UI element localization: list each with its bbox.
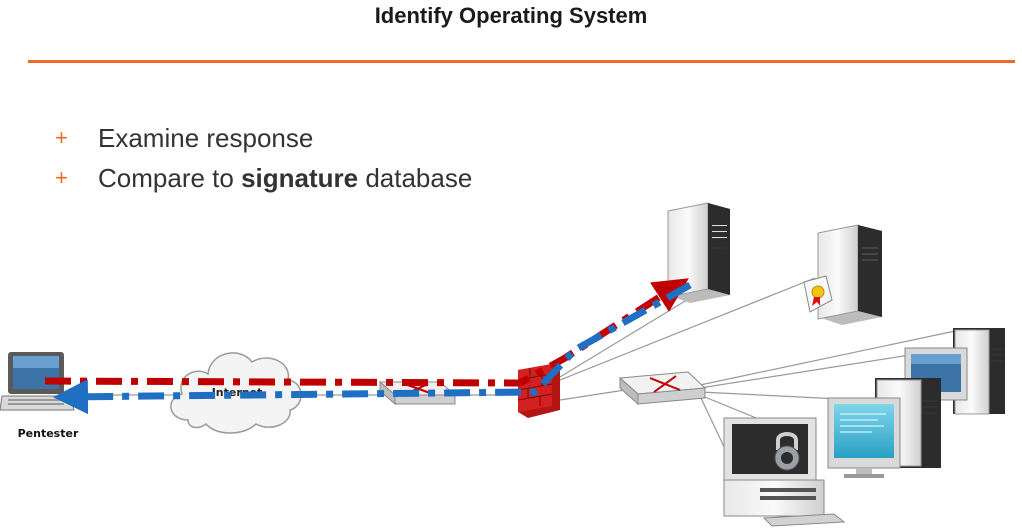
certificate-icon xyxy=(803,275,833,313)
bullet-text: Examine response xyxy=(98,123,314,153)
title-divider xyxy=(28,60,1015,63)
request-path xyxy=(44,278,689,387)
bullet-text: Compare to signature database xyxy=(98,163,473,193)
pentester-label: Pentester xyxy=(18,427,79,440)
slide-title: Identify Operating System xyxy=(374,3,648,28)
desktop-computer-icon xyxy=(827,397,901,478)
switch-icon xyxy=(618,371,707,406)
response-path xyxy=(53,281,692,415)
server-icon xyxy=(667,202,730,303)
desktop-computer-icon xyxy=(904,328,1005,415)
plus-bullet-icon: + xyxy=(55,165,68,190)
plus-bullet-icon: + xyxy=(55,125,68,150)
padlock-icon xyxy=(774,432,800,471)
bold-keyword: signature xyxy=(241,163,359,193)
server-icon xyxy=(817,224,882,325)
